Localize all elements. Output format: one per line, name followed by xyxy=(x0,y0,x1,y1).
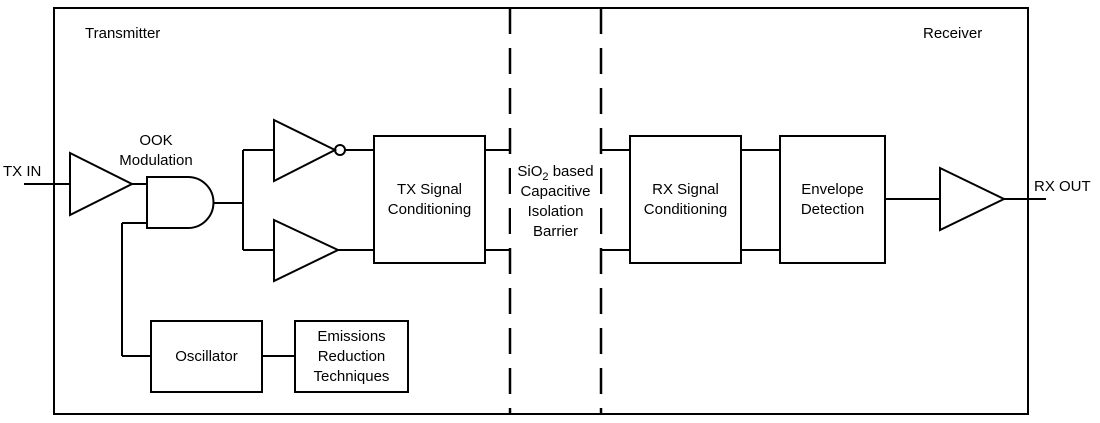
barrier-subscript: 2 xyxy=(542,171,549,183)
tx-signal-conditioning-line2: Conditioning xyxy=(387,200,472,218)
tx-signal-conditioning-line1: TX Signal xyxy=(396,180,463,198)
receiver-label: Receiver xyxy=(923,25,983,42)
barrier-line4: Barrier xyxy=(532,223,578,240)
emissions-reduction-line2: Reduction xyxy=(317,347,386,365)
emissions-reduction-line1: Emissions xyxy=(317,327,386,345)
rx-out-label: RX OUT xyxy=(1034,178,1091,195)
barrier-sio: SiO xyxy=(517,163,543,180)
input-buffer-icon xyxy=(69,151,135,217)
barrier-based: based xyxy=(548,163,594,180)
tx-in-label: TX IN xyxy=(3,163,42,180)
envelope-detection-line2: Detection xyxy=(800,200,865,218)
transmitter-label: Transmitter xyxy=(85,25,161,42)
rx-signal-conditioning-box xyxy=(629,135,742,264)
barrier-line1: SiO2 based xyxy=(517,162,594,183)
rx-signal-conditioning-label: RX Signal Conditioning xyxy=(630,136,741,263)
and-gate-icon xyxy=(146,176,215,229)
envelope-detection-label: Envelope Detection xyxy=(780,136,885,263)
isolation-barrier-label: SiO2 based Capacitive Isolation Barrier xyxy=(511,162,600,242)
output-buffer-icon xyxy=(939,166,1007,232)
emissions-reduction-line3: Techniques xyxy=(313,367,390,385)
barrier-line2: Capacitive xyxy=(520,183,591,200)
rx-signal-conditioning-line1: RX Signal xyxy=(652,180,719,198)
oscillator-line1: Oscillator xyxy=(175,347,238,365)
tx-signal-conditioning-label: TX Signal Conditioning xyxy=(374,136,485,263)
inverter-buffer-icon xyxy=(273,118,338,183)
ook-label-line2: Modulation xyxy=(119,152,193,169)
tx-signal-conditioning-box xyxy=(373,135,486,264)
oscillator-label: Oscillator xyxy=(151,321,262,392)
ook-label-line1: OOK xyxy=(139,132,173,149)
outer-frame xyxy=(53,7,1029,415)
rx-signal-conditioning-line2: Conditioning xyxy=(643,200,728,218)
noninv-buffer-icon xyxy=(273,218,341,283)
emissions-reduction-label: Emissions Reduction Techniques xyxy=(295,321,408,392)
envelope-detection-line1: Envelope xyxy=(801,180,864,198)
barrier-line3: Isolation xyxy=(527,203,584,220)
